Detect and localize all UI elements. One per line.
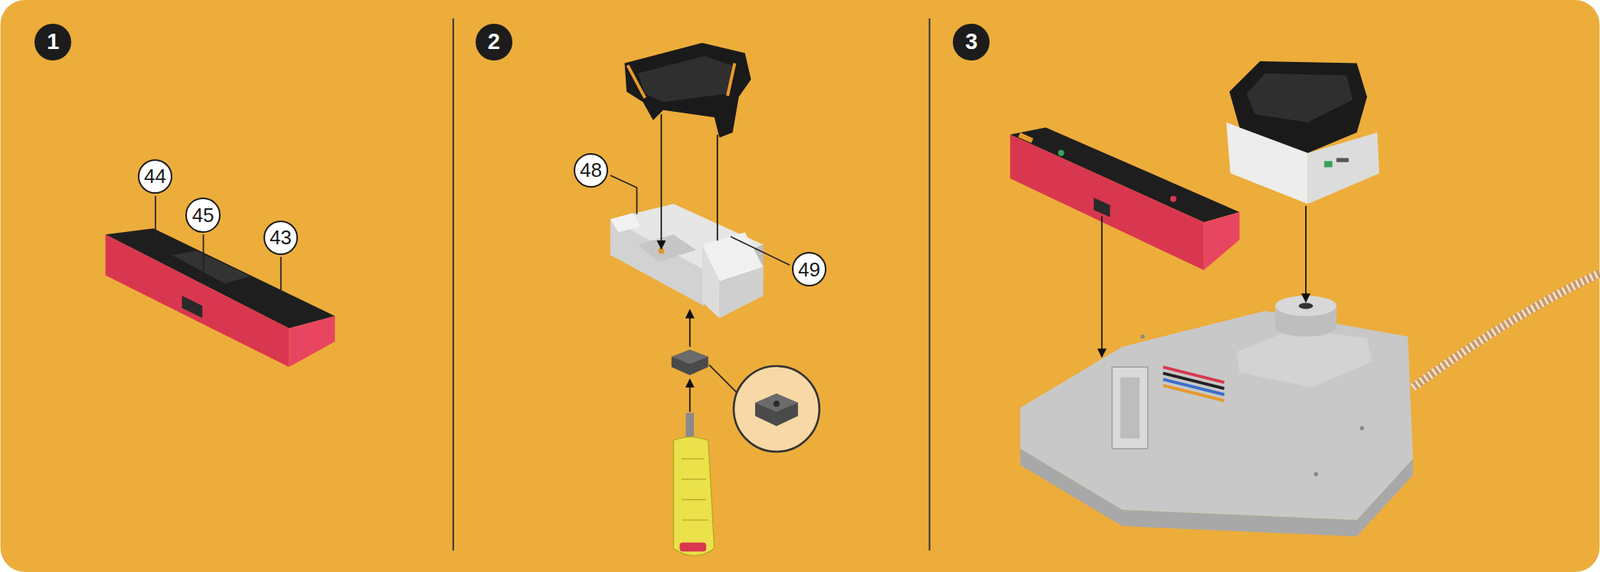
- background: [929, 18, 931, 551]
- base-plate: [1163, 385, 1225, 401]
- leader-lines: [154, 196, 157, 242]
- yellow-tool: [679, 542, 707, 552]
- base-plate: [1020, 310, 1414, 521]
- leader-lines: [280, 257, 282, 297]
- inset-detail: [755, 393, 799, 427]
- grey-base-part: [719, 267, 763, 319]
- red-bar-part: [288, 316, 335, 368]
- holder-part: [1336, 157, 1349, 162]
- leader-lines: [610, 175, 638, 215]
- inset-detail: [709, 365, 820, 452]
- inset-detail: [755, 393, 799, 413]
- callout-number: 44: [137, 159, 173, 194]
- base-plate: [1360, 426, 1365, 431]
- base-plate: [1140, 334, 1145, 339]
- nut-part: [671, 350, 709, 376]
- base-plate: [1314, 472, 1319, 477]
- yellow-tool: [681, 478, 707, 480]
- black-tray: [624, 42, 751, 138]
- callout-number: 48: [573, 153, 609, 188]
- base-plate: [1120, 377, 1140, 439]
- grey-base-part: [702, 245, 720, 319]
- leader-lines: [610, 175, 790, 266]
- assembly-arrows: [660, 114, 717, 413]
- step-number: 2: [475, 23, 513, 61]
- base-plate: [1275, 316, 1337, 338]
- leader-lines: [202, 234, 205, 272]
- base-plate: [1298, 302, 1314, 309]
- red-bar-part: [1170, 196, 1177, 203]
- step-number: 3: [952, 23, 990, 61]
- black-tray: [727, 63, 735, 97]
- callout-number: 43: [263, 220, 298, 256]
- nut-part: [671, 350, 709, 376]
- grey-base-part: [610, 219, 705, 306]
- yellow-tool: [681, 519, 709, 521]
- yellow-tool: [681, 458, 704, 460]
- holder-part: [1324, 160, 1333, 167]
- red-bar-part: [1010, 127, 1241, 270]
- inset-detail: [709, 365, 737, 393]
- callout-number: 49: [791, 251, 827, 287]
- assembly-arrows: [1101, 215, 1103, 357]
- red-bar-part: [1204, 212, 1241, 271]
- assembly-arrows: [660, 114, 663, 249]
- inset-detail: [733, 366, 820, 452]
- grey-base-part: [638, 234, 697, 262]
- base-plate: [1020, 295, 1414, 537]
- black-tray: [638, 55, 735, 102]
- yellow-tool: [673, 437, 714, 557]
- assembly-arrows: [689, 379, 691, 413]
- red-bar-part: [105, 228, 336, 367]
- step-number: 1: [34, 23, 72, 61]
- yellow-tool: [681, 499, 707, 501]
- holder-part: [1226, 61, 1380, 204]
- coil-cable: [1413, 273, 1600, 388]
- grey-base-part: [610, 212, 642, 233]
- red-bar-part: [182, 295, 203, 318]
- red-bar-part: [1093, 197, 1110, 217]
- base-plate: [1236, 328, 1372, 388]
- holder-part: [1246, 73, 1353, 123]
- coil-cable: [1413, 273, 1600, 388]
- nut-part: [671, 350, 709, 365]
- callout-number: 45: [185, 197, 220, 233]
- coil-cable: [1413, 273, 1600, 388]
- assembly-arrows: [716, 134, 719, 241]
- assembly-arrows: [1305, 206, 1307, 302]
- leader-lines: [155, 196, 282, 296]
- assembly-arrows: [689, 310, 691, 347]
- holder-part: [1229, 61, 1368, 154]
- inset-detail: [773, 400, 780, 407]
- red-bar-part: [1057, 150, 1064, 157]
- red-bar-part: [1010, 134, 1205, 271]
- red-bar-part: [105, 234, 290, 367]
- background: [452, 18, 455, 551]
- assembly-arrows: [1102, 206, 1306, 357]
- leader-lines: [730, 236, 790, 266]
- black-tray: [624, 42, 751, 138]
- black-tray: [627, 65, 645, 99]
- base-plate: [1112, 366, 1149, 449]
- grey-base-part: [610, 203, 764, 318]
- yellow-tool: [673, 412, 714, 556]
